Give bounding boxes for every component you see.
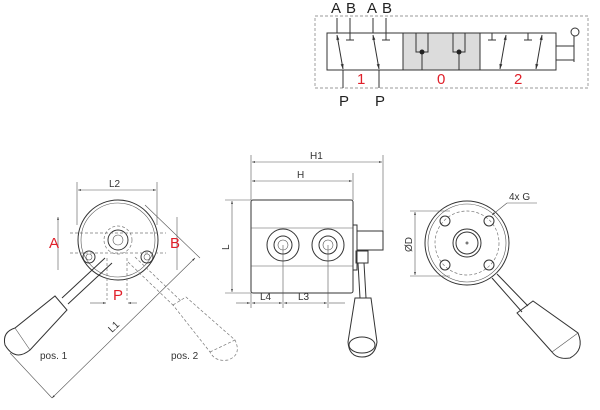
position-1-arrows — [336, 18, 390, 88]
holes-label: 4x G — [509, 192, 530, 203]
symbol-outer-frame — [314, 15, 589, 89]
port-label-p: P — [113, 287, 123, 304]
dim-l1-label: L1 — [106, 319, 122, 335]
side-view: H1 H L L4 L3 — [221, 151, 384, 358]
dim-l4-label: L4 — [260, 292, 272, 303]
position-label-2: 2 — [514, 71, 522, 88]
lever-handle-side — [347, 262, 378, 358]
center-position-fill — [403, 33, 480, 70]
lever-handle-rear — [491, 273, 581, 359]
bolt-hole — [483, 215, 495, 227]
dim-h1-label: H1 — [310, 151, 323, 162]
dim-h-label: H — [297, 170, 304, 181]
position-0-blocked — [415, 33, 466, 70]
bolt-hole — [439, 259, 451, 271]
port-label-b1: B — [346, 0, 356, 17]
port-label-p1: P — [339, 93, 349, 110]
position-2-arrows — [488, 33, 543, 70]
valve-body-side — [250, 199, 354, 294]
port-label-a1: A — [331, 0, 341, 17]
dim-d-label: ØD — [404, 237, 415, 252]
port-label-b2: B — [382, 0, 392, 17]
dim-l3-label: L3 — [298, 292, 310, 303]
port-label-a: A — [49, 235, 59, 252]
position-label-0: 0 — [437, 71, 445, 88]
port-label-p2: P — [375, 93, 385, 110]
pos2-label: pos. 2 — [171, 351, 199, 362]
lever-handle-pos2 — [127, 256, 238, 361]
dim-l2-label: L2 — [109, 179, 121, 190]
rear-view: ØD 4x G — [404, 192, 581, 359]
pos1-label: pos. 1 — [40, 351, 68, 362]
lever-actuator-symbol — [555, 27, 580, 62]
shaft — [356, 230, 384, 251]
lever-handle-pos1 — [4, 257, 113, 356]
valve-symbol: A B A B P P 1 0 2 — [314, 0, 589, 110]
port-label-b: B — [170, 235, 180, 252]
port-label-a2: A — [367, 0, 377, 17]
bolt-hole — [439, 215, 451, 227]
flange-circle — [424, 200, 510, 286]
front-view: L2 A B P L1 pos. 1 pos. 2 — [4, 179, 238, 399]
position-label-1: 1 — [357, 71, 365, 88]
dim-l-label: L — [221, 244, 232, 250]
bolt-hole — [483, 259, 495, 271]
